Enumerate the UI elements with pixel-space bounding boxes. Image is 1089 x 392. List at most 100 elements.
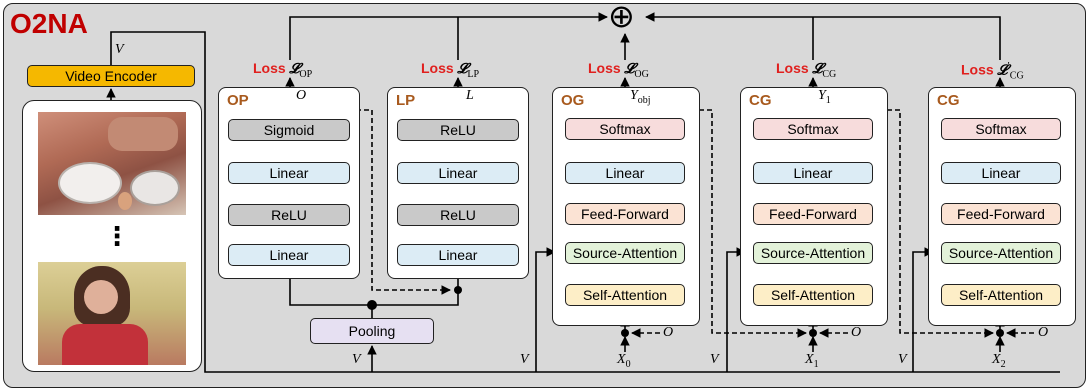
lp-block-linear-top: Linear [397,162,519,184]
op-loss-sub: OP [299,68,313,80]
cg2-input-sub: 2 [1000,358,1006,370]
cg2-input-var: X2 [992,352,1006,370]
lp-loss-symbol: 𝓛 [457,62,468,77]
top-line-right [645,12,1001,60]
cg2-loss: Loss 𝓛′CG [961,60,1024,81]
og-block-linear: Linear [565,162,685,184]
lp-loss-word: Loss [421,60,454,76]
cg2-block-self-attention: Self-Attention [941,284,1061,306]
v-label-cg1: V [710,352,719,367]
og-input-sub: 0 [625,358,631,370]
og-block-feed-forward: Feed-Forward [565,203,685,225]
v-label-cg2: V [898,352,907,367]
lp-loss-sub: LP [467,68,480,80]
cg2-loss-prime: ′ [1007,60,1010,72]
cg2-block-source-attention: Source-Attention [941,242,1061,264]
og-input-junction [621,329,629,337]
cg1-output-letter: Y [818,88,826,103]
op-block-linear-top: Linear [228,162,350,184]
cg1-input-sub: 1 [813,358,819,370]
cg1-input-var: X1 [805,352,819,370]
op-loss-word: Loss [253,60,286,76]
op-block-linear-bottom: Linear [228,244,350,266]
video-encoder-block: Video Encoder [27,65,195,87]
og-loss-symbol: 𝓛 [624,62,635,77]
og-output-var: Yobj [630,88,651,106]
og-side-var: O [663,325,674,340]
pooling-to-lp [372,267,463,306]
op-block-sigmoid: Sigmoid [228,119,350,141]
og-output-letter: Y [630,88,638,103]
og-panel-title: OG [561,92,585,109]
og-block-softmax: Softmax [565,118,685,140]
og-block-self-attention: Self-Attention [565,284,685,306]
cg1-loss: Loss 𝓛CG [776,60,836,80]
pooling-to-op [285,267,373,318]
op-panel-title: OP [227,92,249,109]
cg1-input-junction [809,329,817,337]
cg1-block-softmax: Softmax [753,118,873,140]
v-to-og-source [535,247,556,372]
v-to-cg1-source [726,247,746,372]
og-input-var: X0 [617,352,631,370]
egg-shape [118,192,132,210]
og-block-source-attention: Source-Attention [565,242,685,264]
og-loss-sub: OG [634,68,649,80]
cg1-block-self-attention: Self-Attention [753,284,873,306]
arm-shape [108,117,178,151]
bowl-shape [58,162,122,204]
lp-output-var: L [466,88,474,103]
og-input-letter: X [617,352,626,367]
face-shape [84,280,118,314]
cg2-loss-sub: CG [1009,70,1024,82]
top-line-left [289,12,608,60]
bowl-shape [130,170,180,206]
cg1-block-source-attention: Source-Attention [753,242,873,264]
og-loss: Loss 𝓛OG [588,60,649,80]
og-output-sub: obj [637,94,651,106]
cg2-loss-word: Loss [961,61,994,78]
cg1-block-feed-forward: Feed-Forward [753,203,873,225]
apron-shape [62,324,148,365]
og-loss-word: Loss [588,60,621,76]
v-label-encoder: V [115,42,124,57]
video-frame-2 [38,262,186,365]
lp-junction [454,286,462,294]
cg1-output-var: Y1 [818,88,831,106]
v-top-line [110,31,1060,373]
cg2-block-feed-forward: Feed-Forward [941,203,1061,225]
op-loss: Loss 𝓛OP [253,60,312,80]
v-label-og: V [520,352,529,367]
lp-block-linear-bottom: Linear [397,244,519,266]
diagram-title: O2NA [10,8,88,39]
v-to-cg2-source [912,247,934,372]
cg2-panel-title: CG [937,92,960,109]
cg1-block-linear: Linear [753,162,873,184]
cg2-input-letter: X [992,352,1001,367]
y1-to-cg2-dashed [823,109,994,338]
cg1-panel-title: CG [749,92,772,109]
pooling-block: Pooling [310,318,434,344]
pool-junction [367,300,377,310]
sum-symbol: ⊕ [608,0,635,35]
cg2-side-var: O [1038,325,1049,340]
cg1-side-var: O [851,325,862,340]
video-frame-1 [38,112,186,215]
cg2-loss-symbol: 𝓛 [997,63,1008,79]
cg2-block-softmax: Softmax [941,118,1061,140]
frames-ellipsis: ⋮ [104,222,130,252]
op-block-relu: ReLU [228,204,350,226]
cg1-input-letter: X [805,352,814,367]
lp-panel-title: LP [396,92,416,109]
cg2-input-junction [996,329,1004,337]
op-loss-symbol: 𝓛 [289,62,300,77]
lp-block-relu-top: ReLU [397,119,519,141]
cg1-output-sub: 1 [825,94,831,106]
v-label-pooling: V [352,352,361,367]
cg1-loss-word: Loss [776,60,809,76]
yobj-to-cg1-dashed [635,109,807,338]
cg1-loss-sub: CG [822,68,837,80]
lp-block-relu-bottom: ReLU [397,204,519,226]
